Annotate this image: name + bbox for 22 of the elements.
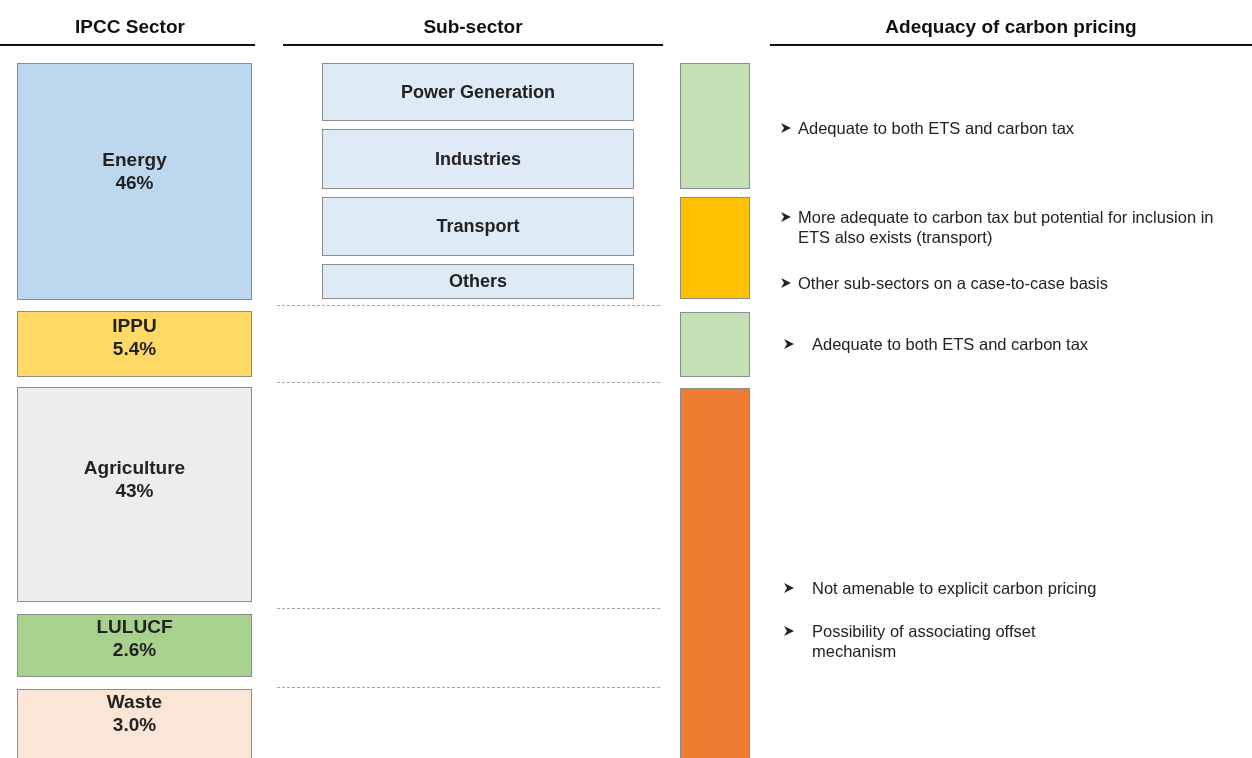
sub-sector-box: Power Generation — [322, 63, 634, 121]
column-header: Sub-sector — [422, 16, 524, 38]
bullet-text: Adequate to both ETS and carbon tax — [798, 118, 1076, 138]
sector-box: Agriculture 43% — [17, 387, 252, 602]
column-header: Adequacy of carbon pricing — [884, 16, 1138, 38]
column-header: IPCC Sector — [74, 16, 186, 38]
sector-box: LULUCF 2.6% — [17, 614, 252, 677]
sub-sector-box: Transport — [322, 197, 634, 256]
bullet-text: Not amenable to explicit carbon pricing — [812, 578, 1098, 598]
rating-bar — [680, 197, 750, 299]
sector-box: Energy 46% — [17, 63, 252, 300]
sub-sector-box: Industries — [322, 129, 634, 189]
bullet-text: Other sub-sectors on a case-to-case basis — [798, 273, 1109, 293]
bullet-text: Possibility of associating offset mechanism — [812, 621, 1037, 661]
rating-bar — [680, 63, 750, 189]
rating-bar — [680, 388, 750, 758]
sub-sector-box: Others — [322, 264, 634, 299]
rating-bar — [680, 312, 750, 377]
bullet-text: Adequate to both ETS and carbon tax — [812, 334, 1090, 354]
sector-box: IPPU 5.4% — [17, 311, 252, 377]
sector-box: Waste 3.0% — [17, 689, 252, 758]
bullet-text: More adequate to carbon tax but potential for inclusion in ETS also exists (transport) — [798, 207, 1215, 247]
